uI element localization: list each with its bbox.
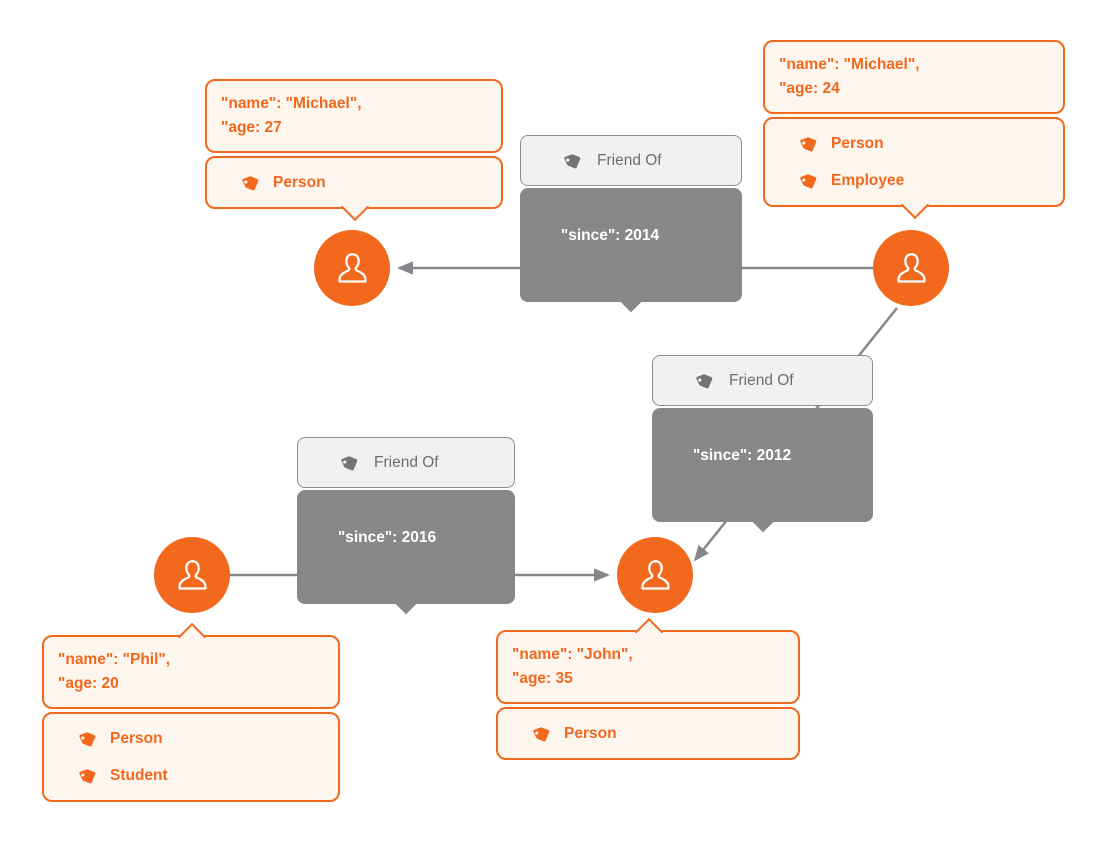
node-properties-panel: "name": "Michael", "age: 24 [763,40,1065,114]
person-icon [329,245,376,292]
node-label-student: Student [44,757,338,794]
tag-icon [76,765,97,786]
graph-node-john-35[interactable] [617,537,693,613]
node-labels-panel: Person Employee [763,117,1065,220]
relationship-properties: "since": 2012 [652,408,873,533]
node-property: "name": "Michael", [779,56,920,73]
relationship-popup-2016: Friend Of "since": 2016 [297,437,515,615]
person-icon [169,552,216,599]
relationship-type-pill: Friend Of [652,355,873,406]
person-icon [632,552,679,599]
node-tooltip-michael-27: "name": "Michael", "age: 27 Person [205,79,503,222]
tag-icon [76,728,97,749]
node-label-person: Person [207,164,501,201]
relationship-popup-2014: Friend Of "since": 2014 [520,135,742,313]
node-label-text: Student [110,766,168,784]
tag-icon [530,723,551,744]
node-label-text: Person [564,724,617,742]
node-tooltip-john-35: "name": "John", "age: 35 Person [496,617,800,760]
node-labels-panel: Person Student [42,712,340,802]
node-label-employee: Employee [765,162,1063,199]
relationship-type-label: Friend Of [597,151,662,169]
tag-icon [239,172,260,193]
graph-node-phil-20[interactable] [154,537,230,613]
node-properties-panel: "name": "John", "age: 35 [496,617,800,704]
node-label-person: Person [44,720,338,757]
node-property: "age: 35 [512,670,573,687]
tag-icon [693,370,714,391]
node-tooltip-phil-20: "name": "Phil", "age: 20 Person Student [42,622,340,802]
relationship-type-pill: Friend Of [297,437,515,488]
node-label-person: Person [498,715,798,752]
relationship-properties: "since": 2016 [297,490,515,615]
node-label-text: Employee [831,171,905,189]
relationship-type-label: Friend Of [374,453,439,471]
relationship-property-text: "since": 2012 [692,447,792,464]
tag-icon [797,133,818,154]
relationship-property-text: "since": 2014 [560,227,660,244]
graph-node-michael-24[interactable] [873,230,949,306]
node-labels-panel: Person [205,156,503,222]
relationship-type-pill: Friend Of [520,135,742,186]
tag-icon [797,170,818,191]
node-label-person: Person [765,125,1063,162]
node-label-text: Person [273,173,326,191]
node-properties-panel: "name": "Phil", "age: 20 [42,622,340,709]
relationship-property-text: "since": 2016 [337,529,437,546]
node-property: "age: 27 [221,119,282,136]
node-property: "name": "Michael", [221,95,362,112]
relationship-type-label: Friend Of [729,371,794,389]
person-icon [888,245,935,292]
node-labels-panel: Person [496,707,800,760]
graph-node-michael-27[interactable] [314,230,390,306]
tag-icon [561,150,582,171]
node-tooltip-michael-24: "name": "Michael", "age: 24 Person Emplo… [763,40,1065,220]
node-property: "name": "Phil", [58,651,171,668]
relationship-popup-2012: Friend Of "since": 2012 [652,355,873,533]
node-label-text: Person [831,134,884,152]
node-label-text: Person [110,729,163,747]
node-properties-panel: "name": "Michael", "age: 27 [205,79,503,153]
relationship-properties: "since": 2014 [520,188,742,313]
node-property: "age: 24 [779,80,840,97]
tag-icon [338,452,359,473]
node-property: "name": "John", [512,646,633,663]
node-property: "age: 20 [58,675,119,692]
